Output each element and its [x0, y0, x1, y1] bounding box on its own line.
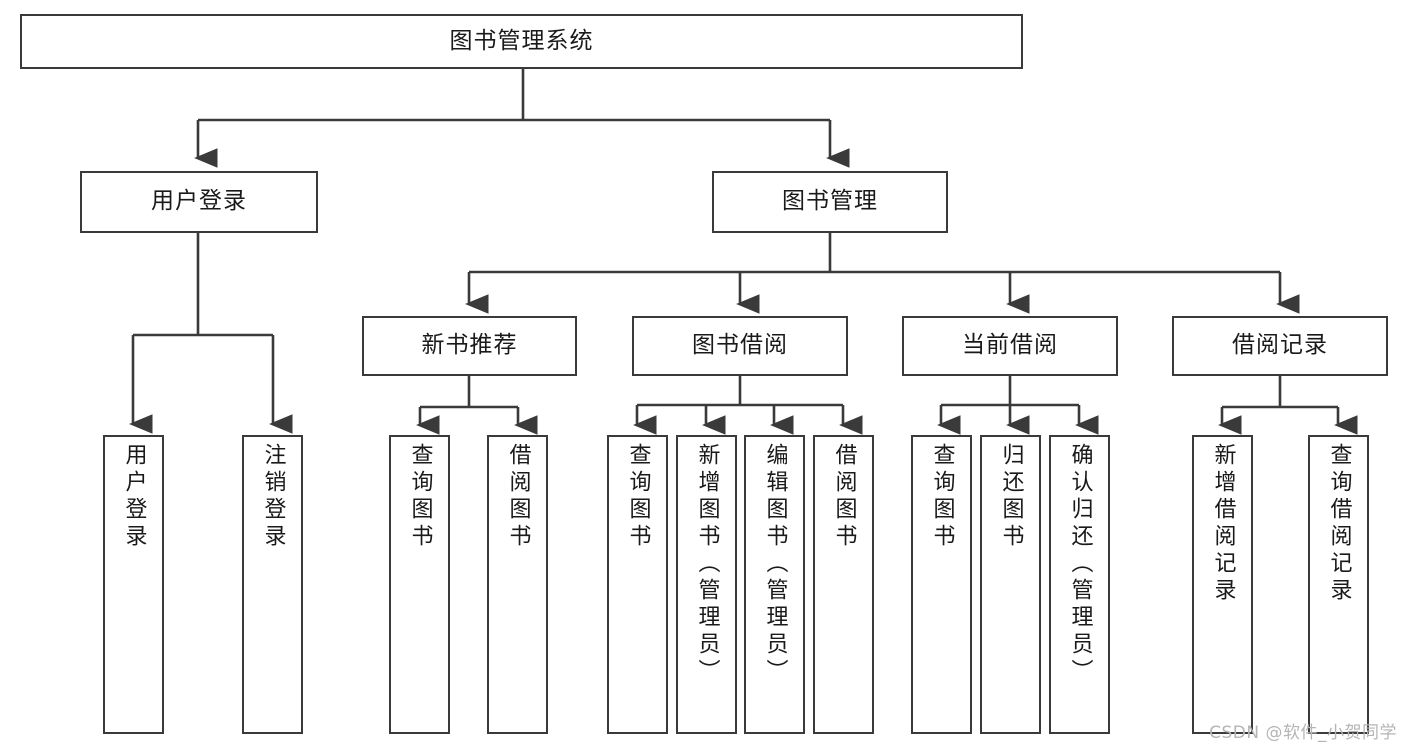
node-book-borrow[interactable]: 图书借阅	[632, 316, 848, 376]
node-borrow-record[interactable]: 借阅记录	[1172, 316, 1388, 376]
node-label: 借阅图书	[831, 443, 857, 551]
node-label: 借阅记录	[1232, 332, 1328, 359]
node-leaf-add-borrow-record[interactable]: 新增借阅记录	[1192, 435, 1253, 734]
node-label: 用户登录	[121, 443, 147, 551]
node-label: 图书管理系统	[449, 27, 594, 54]
node-new-book-recommend[interactable]: 新书推荐	[362, 316, 577, 376]
node-leaf-borrow-book-recommend[interactable]: 借阅图书	[487, 435, 548, 734]
node-root-system[interactable]: 图书管理系统	[20, 14, 1023, 69]
node-label: 查询图书	[625, 443, 651, 551]
node-leaf-return-book[interactable]: 归还图书	[980, 435, 1041, 734]
node-label: 新增借阅记录	[1210, 443, 1236, 605]
node-label: 借阅图书	[505, 443, 531, 551]
node-leaf-query-book[interactable]: 查询图书	[607, 435, 668, 734]
node-label: 查询图书	[407, 443, 433, 551]
node-label: 新增图书（管理员）	[694, 443, 720, 686]
node-leaf-confirm-return-admin[interactable]: 确认归还（管理员）	[1049, 435, 1110, 734]
node-leaf-edit-book-admin[interactable]: 编辑图书（管理员）	[744, 435, 805, 734]
node-leaf-borrow-book[interactable]: 借阅图书	[813, 435, 874, 734]
node-label: 当前借阅	[962, 332, 1058, 359]
node-leaf-logout[interactable]: 注销登录	[242, 435, 303, 734]
node-leaf-query-borrow-record[interactable]: 查询借阅记录	[1308, 435, 1369, 734]
node-label: 新书推荐	[421, 332, 518, 359]
node-current-borrow[interactable]: 当前借阅	[902, 316, 1118, 376]
node-label: 图书借阅	[692, 332, 788, 359]
node-label: 确认归还（管理员）	[1067, 443, 1093, 686]
node-label: 编辑图书（管理员）	[762, 443, 788, 686]
node-label: 图书管理	[782, 188, 878, 215]
node-label: 查询图书	[929, 443, 955, 551]
watermark: CSDN @软件_小贺同学	[1209, 723, 1397, 743]
node-user-login[interactable]: 用户登录	[80, 171, 318, 233]
node-book-management[interactable]: 图书管理	[712, 171, 948, 233]
node-leaf-user-login[interactable]: 用户登录	[103, 435, 164, 734]
node-label: 归还图书	[998, 443, 1024, 551]
node-label: 注销登录	[260, 443, 286, 551]
node-label: 查询借阅记录	[1326, 443, 1352, 605]
node-leaf-query-book-recommend[interactable]: 查询图书	[389, 435, 450, 734]
node-label: 用户登录	[151, 188, 247, 215]
node-leaf-query-book-current[interactable]: 查询图书	[911, 435, 972, 734]
node-leaf-add-book-admin[interactable]: 新增图书（管理员）	[676, 435, 737, 734]
